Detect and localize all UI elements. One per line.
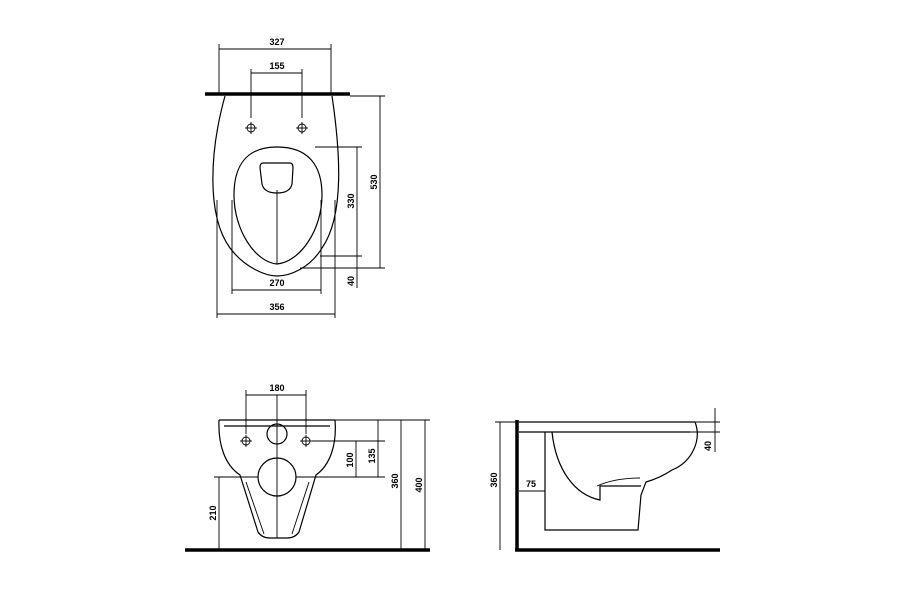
dim-label: 40 <box>703 441 713 451</box>
dim-total-height: 400 <box>410 419 430 550</box>
dim-label: 330 <box>346 193 356 208</box>
dim-label: 360 <box>390 473 400 488</box>
dim-label: 360 <box>489 472 499 487</box>
dim-label: 210 <box>208 505 218 520</box>
dim-label: 180 <box>269 383 284 393</box>
side-body-outline <box>544 421 698 531</box>
dim-label: 135 <box>367 448 377 463</box>
dim-hole-height: 135 <box>367 420 379 477</box>
dim-label: 530 <box>369 174 379 189</box>
outlet-line-right <box>291 481 310 535</box>
fixing-hole-front-right-icon <box>300 435 312 447</box>
fixing-hole-front-left-icon <box>240 435 252 447</box>
bowl-body-front <box>218 419 336 539</box>
dim-hole-offset: 100 <box>345 441 357 477</box>
dim-label: 400 <box>414 477 424 492</box>
dim-rim-thickness: 40 <box>690 408 720 452</box>
side-bowl-interior <box>551 431 641 501</box>
dim-seat-width: 270 <box>231 200 322 294</box>
side-view: 360 75 40 <box>489 408 720 552</box>
dim-label: 327 <box>269 37 284 47</box>
bowl-outline <box>212 95 340 277</box>
front-view: 180 135 100 360 400 210 <box>185 383 430 552</box>
dim-label: 75 <box>526 479 536 489</box>
dim-bowl-width: 356 <box>216 200 336 318</box>
fixing-hole-right-icon <box>296 122 308 134</box>
dim-label: 40 <box>346 276 356 286</box>
dim-label: 356 <box>269 302 284 312</box>
dim-label: 155 <box>269 61 284 71</box>
side-trap-line <box>596 477 641 487</box>
seat-opening <box>259 162 294 194</box>
dim-label: 270 <box>269 278 284 288</box>
dim-outlet-height: 210 <box>208 476 258 550</box>
dim-rim-height-side: 360 <box>489 421 519 550</box>
dim-fixing-spacing-top: 155 <box>250 61 303 118</box>
seat-outline <box>233 146 323 265</box>
dim-width-total: 327 <box>218 37 332 94</box>
dim-rim-offset: 40 <box>346 256 358 288</box>
dim-length: 530 <box>300 95 385 269</box>
dim-rim-height-front: 360 <box>390 420 402 550</box>
fixing-hole-left-icon <box>245 122 257 134</box>
dim-label: 100 <box>345 452 355 467</box>
dim-fixing-spacing-front: 180 <box>245 383 307 434</box>
top-view: 327 155 530 330 40 <box>205 37 385 318</box>
outlet-line-left <box>245 481 265 535</box>
dim-outlet-depth: 75 <box>519 479 546 530</box>
dim-seat-length: 330 <box>315 146 362 257</box>
